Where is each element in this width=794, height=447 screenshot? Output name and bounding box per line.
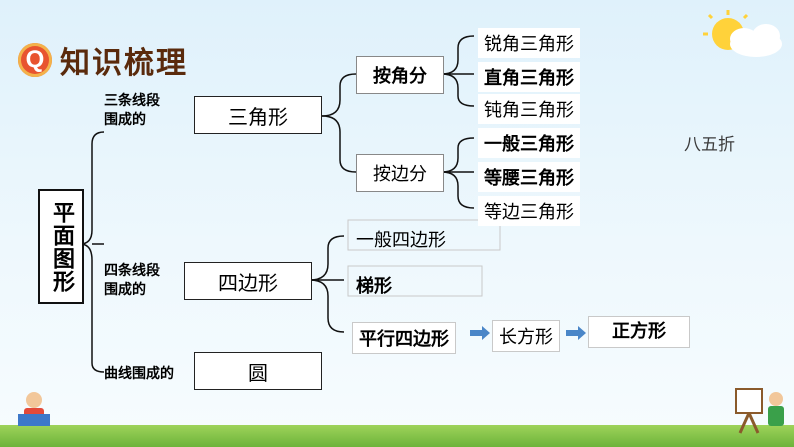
type-right-triangle: 直角三角形 <box>478 62 580 92</box>
type-equilateral-triangle: 等边三角形 <box>478 196 580 226</box>
type-general-quadrilateral: 一般四边形 <box>350 224 452 254</box>
node-quadrilateral: 四边形 <box>184 262 312 300</box>
branch-label-line1: 四条线段 <box>104 262 160 281</box>
branch-label-line2: 围成的 <box>104 111 160 130</box>
node-triangle: 三角形 <box>194 96 322 134</box>
type-scalene-triangle: 一般三角形 <box>478 128 580 158</box>
type-parallelogram: 平行四边形 <box>352 322 456 354</box>
side-note-text: 八五折 <box>684 130 735 155</box>
branch-label-three-segments: 三条线段 围成的 <box>104 92 160 130</box>
type-obtuse-triangle: 钝角三角形 <box>478 94 580 124</box>
branch-label-four-segments: 四条线段 围成的 <box>104 262 160 300</box>
type-acute-triangle: 锐角三角形 <box>478 28 580 58</box>
type-trapezoid: 梯形 <box>350 270 398 300</box>
type-isosceles-triangle: 等腰三角形 <box>478 162 580 192</box>
branch-label-curve: 曲线围成的 <box>104 365 174 384</box>
type-rectangle: 长方形 <box>492 320 560 352</box>
root-node-plane-figures: 平面图形 <box>38 189 84 304</box>
branch-label-line2: 围成的 <box>104 281 160 300</box>
node-by-side: 按边分 <box>356 154 444 192</box>
node-circle: 圆 <box>194 352 322 390</box>
type-square: 正方形 <box>588 316 690 348</box>
node-by-angle: 按角分 <box>356 56 444 94</box>
branch-label-line1: 三条线段 <box>104 92 160 111</box>
root-label: 平面图形 <box>45 201 77 293</box>
